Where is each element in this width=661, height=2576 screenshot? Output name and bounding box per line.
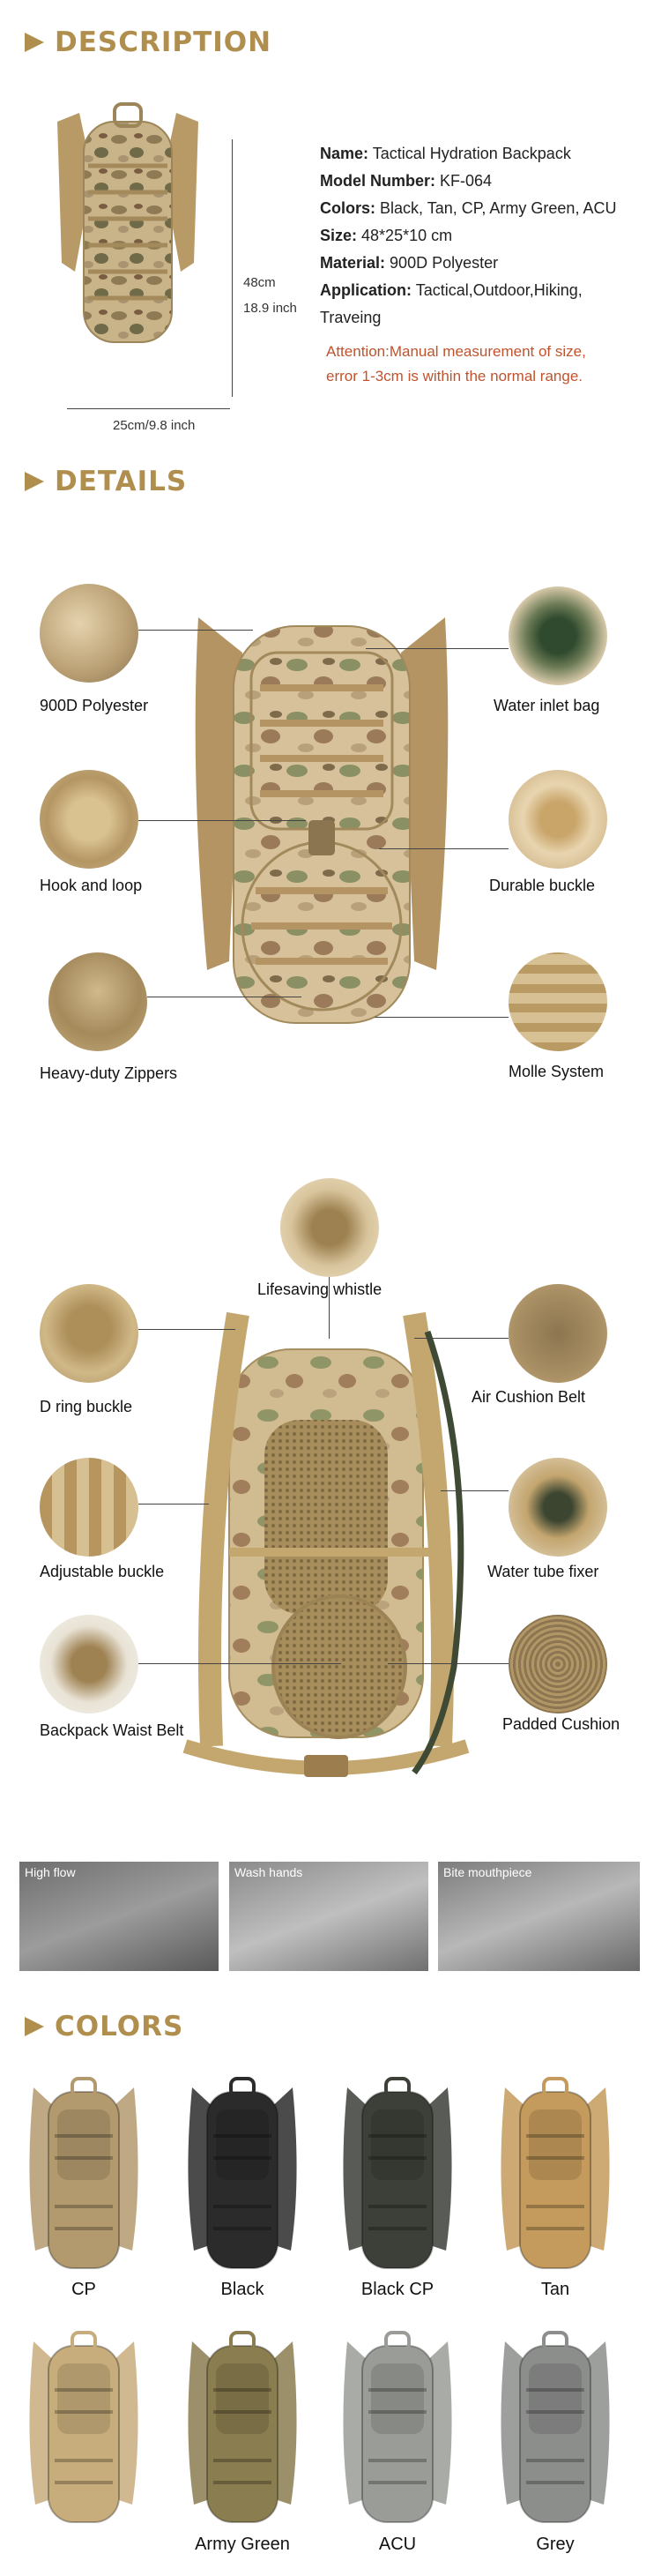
usage-panel-wash-hands: Wash hands [229, 1862, 428, 1971]
attention-note: Attention:Manual measurement of size, er… [326, 343, 586, 385]
spec-material: Material: 900D Polyester [320, 254, 499, 272]
feature-water-inlet: Water inlet bag [494, 697, 600, 714]
backpack-back-detail-image [182, 1311, 470, 1777]
width-dimension-line [67, 408, 230, 409]
connector-line [375, 1017, 509, 1018]
molle-icon [509, 952, 607, 1051]
connector-line [138, 630, 253, 631]
feature-tube-fixer: Water tube fixer [487, 1563, 599, 1580]
arrow-icon [25, 472, 44, 491]
feature-padded: Padded Cushion [502, 1715, 620, 1733]
color-swatch-image[interactable] [176, 2328, 308, 2531]
color-name-label: Army Green [195, 2535, 290, 2554]
water-inlet-icon [509, 586, 607, 685]
spec-application: Application: Tactical,Outdoor,Hiking, [320, 281, 583, 299]
usage-panel-high-flow: High flow [19, 1862, 219, 1971]
color-name-label: CP [71, 2280, 96, 2299]
connector-line [388, 1663, 509, 1664]
arrow-icon [25, 33, 44, 52]
height-cm: 48cm [243, 275, 276, 290]
color-name-label: Grey [536, 2535, 575, 2554]
color-name-label: Tan [540, 2280, 570, 2299]
adjustable-buckle-icon [40, 1458, 138, 1557]
feature-air-cushion: Air Cushion Belt [472, 1388, 586, 1406]
connector-line [379, 848, 509, 849]
buckle-icon [509, 770, 607, 869]
arrow-icon [25, 2017, 44, 2036]
feature-waist-belt: Backpack Waist Belt [40, 1721, 184, 1739]
feature-molle: Molle System [509, 1063, 605, 1080]
backpack-front-image [57, 102, 198, 343]
connector-line [138, 820, 306, 821]
waist-belt-icon [40, 1615, 138, 1714]
polyester-fabric-icon [40, 584, 138, 683]
width-dimension: 25cm/9.8 inch [113, 418, 196, 433]
details-heading: DETAILS [25, 466, 187, 497]
zipper-icon [48, 952, 147, 1051]
connector-line [138, 1504, 209, 1505]
connector-line [441, 1490, 509, 1491]
whistle-icon [280, 1178, 379, 1277]
feature-zippers: Heavy-duty Zippers [40, 1064, 178, 1082]
d-ring-icon [40, 1284, 138, 1383]
color-swatch-image[interactable] [18, 2328, 150, 2531]
height-inch: 18.9 inch [243, 301, 297, 316]
spec-name: Name: Tactical Hydration Backpack [320, 145, 571, 162]
colors-heading: COLORS [25, 2011, 183, 2042]
color-name-label: ACU [378, 2535, 417, 2554]
padded-cushion-icon [509, 1615, 607, 1714]
feature-adjustable: Adjustable buckle [40, 1563, 165, 1580]
feature-hook-loop: Hook and loop [40, 877, 143, 894]
feature-d-ring: D ring buckle [40, 1398, 133, 1415]
color-swatch-image[interactable] [18, 2074, 150, 2277]
color-swatch-image[interactable] [489, 2328, 621, 2531]
color-name-label: Black CP [360, 2280, 434, 2299]
connector-line [138, 1663, 341, 1664]
color-swatch-image[interactable] [331, 2074, 464, 2277]
connector-line [329, 1277, 330, 1339]
air-cushion-icon [509, 1284, 607, 1383]
feature-durable-buckle: Durable buckle [489, 877, 596, 894]
feature-polyester: 900D Polyester [40, 697, 149, 714]
connector-line [138, 1329, 235, 1330]
spec-size: Size: 48*25*10 cm [320, 227, 453, 244]
spec-application-cont: Traveing [320, 309, 382, 326]
description-heading: DESCRIPTION [25, 26, 271, 58]
color-name-label: Black [220, 2280, 264, 2299]
connector-line [414, 1338, 509, 1339]
connector-line [366, 648, 509, 649]
tube-fixer-icon [509, 1458, 607, 1557]
spec-model: Model Number: KF-064 [320, 172, 493, 190]
color-swatch-image[interactable] [176, 2074, 308, 2277]
feature-whistle: Lifesaving whistle [257, 1281, 382, 1298]
spec-colors: Colors: Black, Tan, CP, Army Green, ACU [320, 199, 617, 217]
color-swatch-image[interactable] [489, 2074, 621, 2277]
height-dimension-line [232, 139, 233, 397]
color-swatch-image[interactable] [331, 2328, 464, 2531]
hook-loop-icon [40, 770, 138, 869]
usage-panel-bite-mouthpiece: Bite mouthpiece [438, 1862, 640, 1971]
backpack-front-detail-image [195, 617, 449, 1024]
